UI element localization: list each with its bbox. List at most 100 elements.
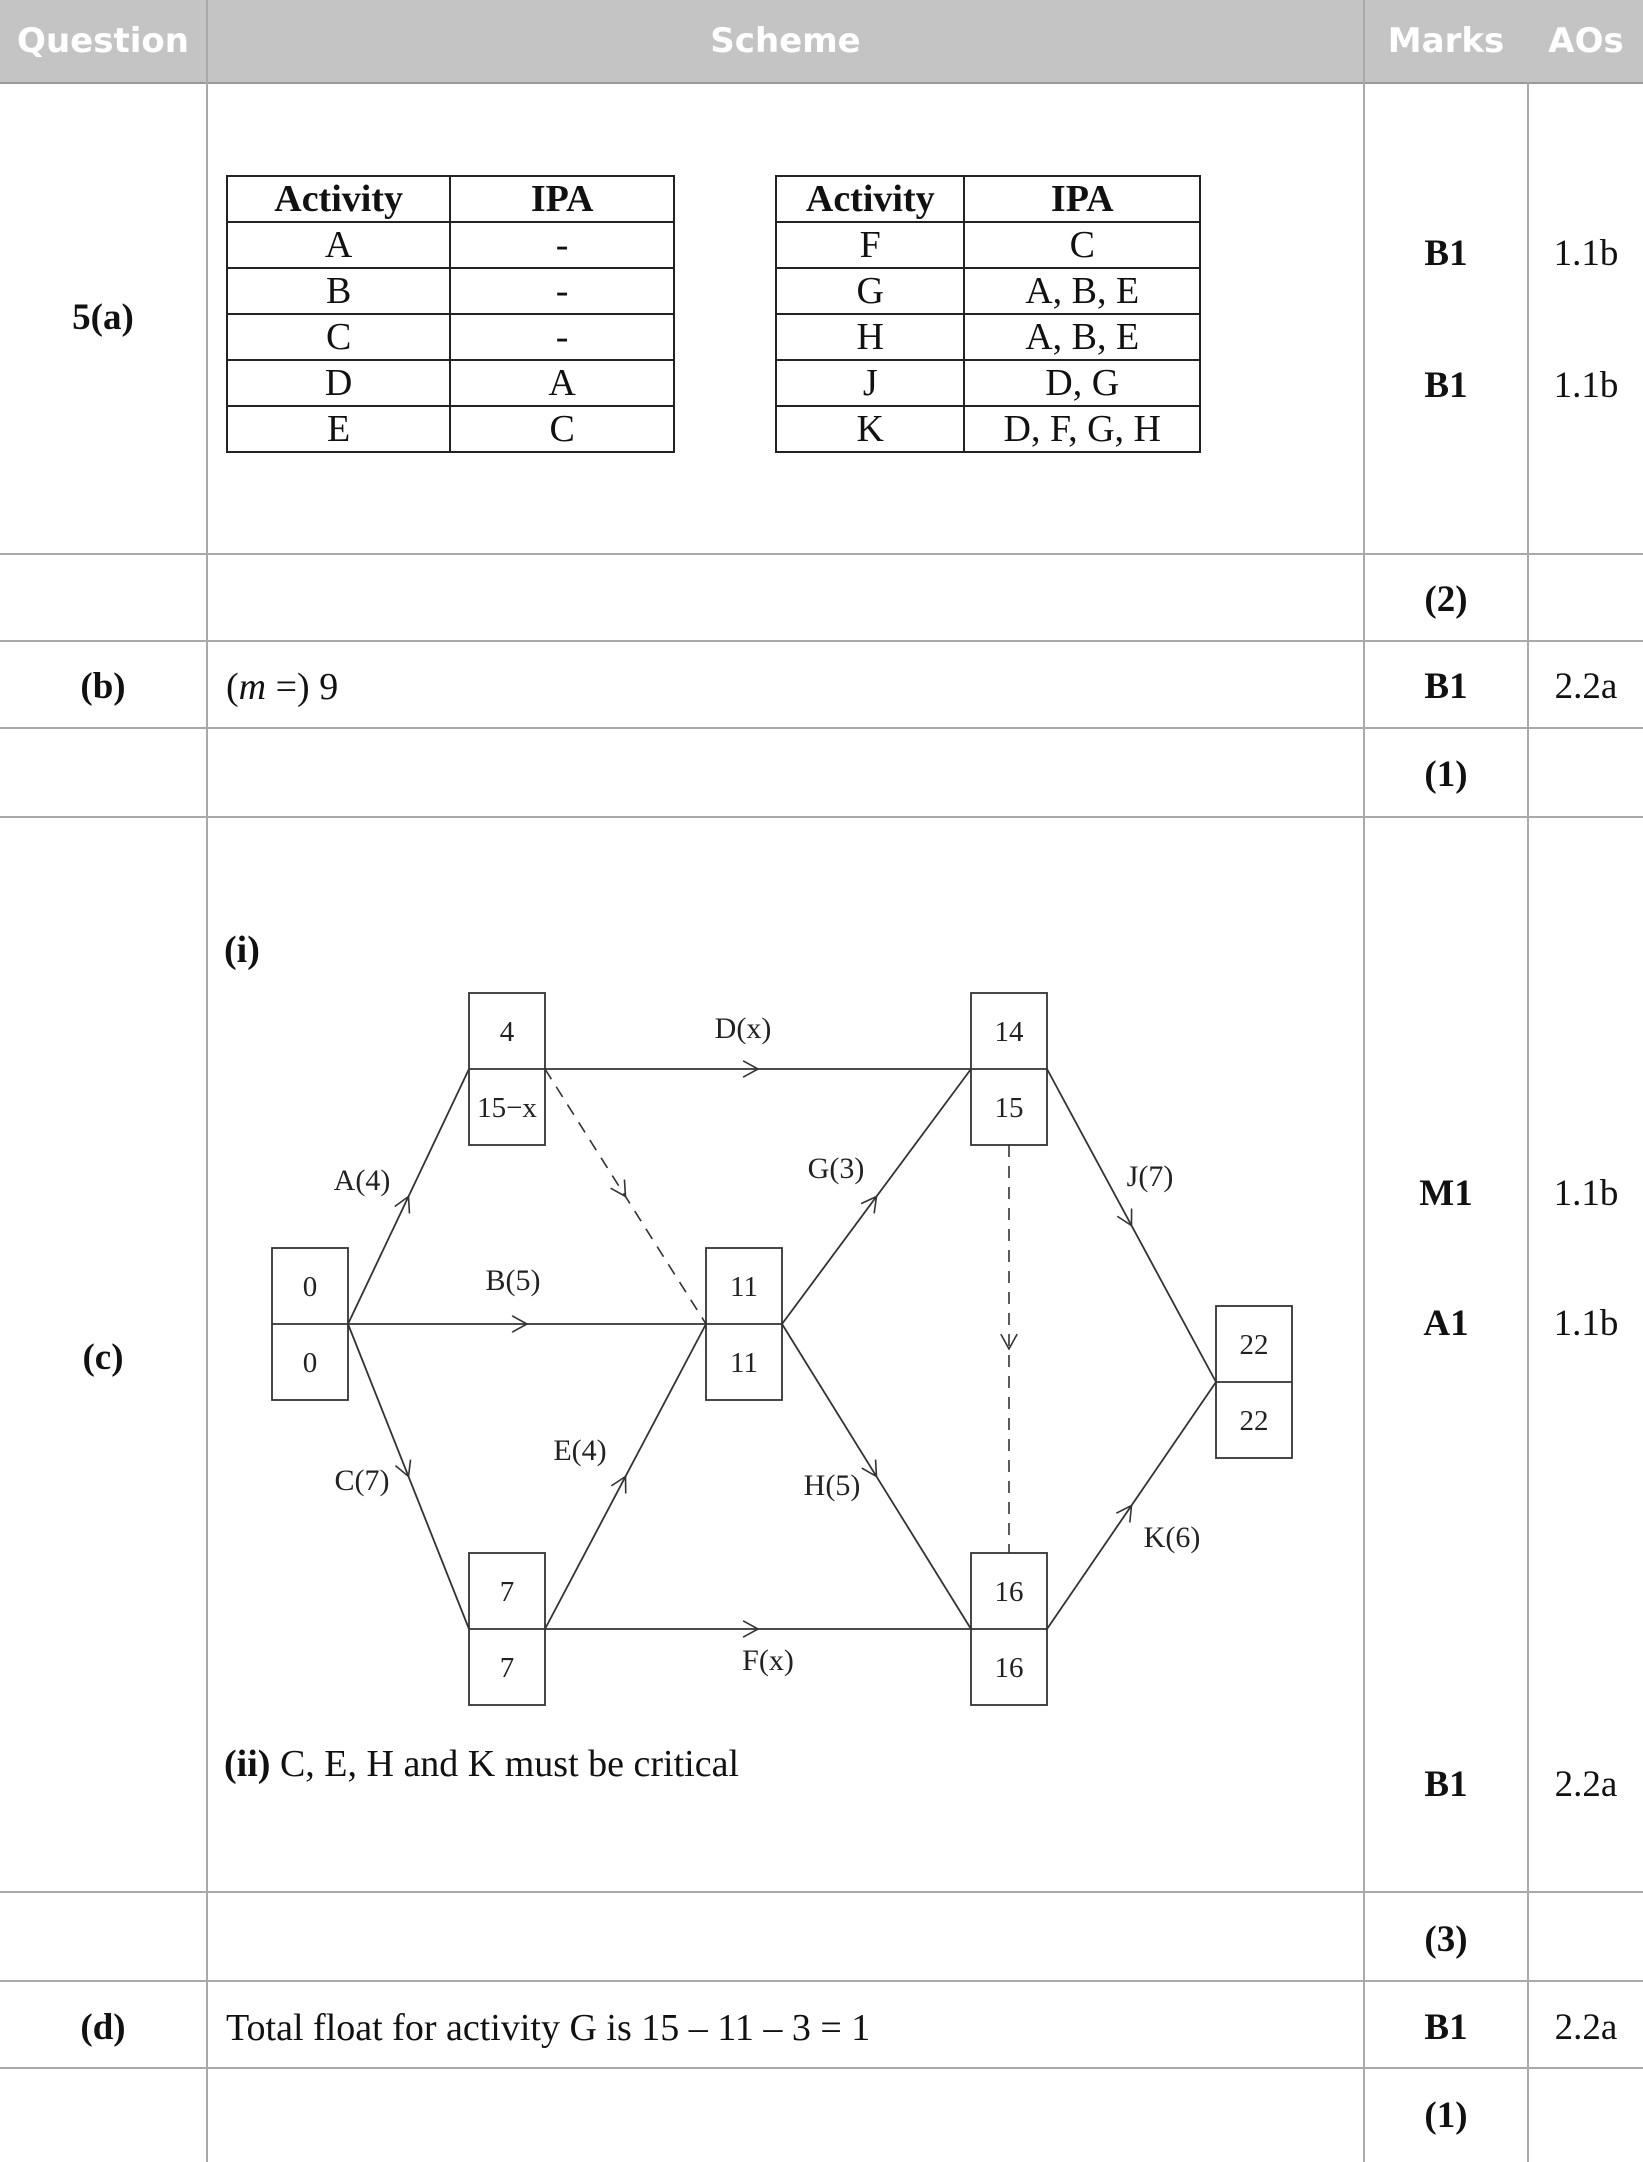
ipa-predecessor-cell: - <box>449 267 675 315</box>
late-event-time: 11 <box>730 1347 758 1379</box>
ipa-activity-cell: E <box>225 405 452 453</box>
ipa-predecessor-cell: C <box>963 221 1201 269</box>
activity-label-d: D(x) <box>715 1012 772 1045</box>
ipa-table-header-activity: Activity <box>225 175 452 223</box>
row-divider <box>0 1891 1643 1893</box>
ao-b: 2.2a <box>1554 666 1618 707</box>
activity-arrow-j-head <box>1116 1208 1133 1227</box>
column-divider <box>1363 0 1365 2162</box>
header-marks: Marks <box>1387 21 1505 61</box>
ipa-activity-cell: A <box>225 221 452 269</box>
header-question: Question <box>17 21 189 61</box>
part-ii-text: C, E, H and K must be critical <box>279 1743 739 1785</box>
question-label-5a: 5(a) <box>72 297 134 338</box>
activity-arrow-b-head <box>511 1315 529 1333</box>
question-label-d: (d) <box>80 2007 126 2048</box>
scheme-answer-b: (m =) 9 <box>226 665 338 709</box>
ipa-predecessor-cell: D, G <box>963 359 1201 407</box>
activity-arrow-e-head <box>610 1475 627 1494</box>
mark-5a-1: B1 <box>1424 233 1468 274</box>
header-aos: AOs <box>1548 21 1624 61</box>
row-divider <box>0 1980 1643 1982</box>
activity-arrow-f-head <box>742 1620 760 1638</box>
ipa-activity-cell: H <box>774 313 966 361</box>
dummy-activity-1-head <box>610 1179 627 1198</box>
activity-arrow-g-head <box>860 1195 878 1214</box>
ipa-table-row: C- <box>225 313 675 361</box>
mark-5a-2: B1 <box>1424 365 1468 406</box>
activity-arrow-c-head <box>394 1459 412 1479</box>
mark-c-2: A1 <box>1423 1303 1469 1344</box>
row-divider <box>0 2067 1643 2069</box>
ipa-activity-cell: F <box>774 221 966 269</box>
ao-5a-1: 1.1b <box>1553 233 1619 274</box>
part-ii-answer: (ii) C, E, H and K must be critical <box>224 1742 739 1786</box>
mark-total-5a: (2) <box>1424 579 1468 620</box>
row-divider <box>0 640 1643 642</box>
ipa-table-row: B- <box>225 267 675 315</box>
column-divider <box>206 0 208 2162</box>
ipa-predecessor-cell: A, B, E <box>963 267 1201 315</box>
ipa-predecessor-cell: A, B, E <box>963 313 1201 361</box>
header-scheme: Scheme <box>710 21 861 61</box>
ao-c-3: 2.2a <box>1554 1764 1618 1805</box>
late-event-time: 7 <box>500 1652 515 1684</box>
activity-label-k: K(6) <box>1144 1521 1201 1554</box>
part-i-label: (i) <box>224 929 260 971</box>
early-event-time: 22 <box>1240 1329 1269 1361</box>
scheme-answer-d: Total float for activity G is 15 – 11 – … <box>226 2007 871 2049</box>
dummy-activity-2-head <box>1000 1333 1018 1351</box>
early-event-time: 4 <box>500 1016 515 1048</box>
ipa-activity-cell: C <box>225 313 452 361</box>
ao-5a-2: 1.1b <box>1553 365 1619 406</box>
answer-bracket: ( <box>226 666 239 708</box>
question-label-b: (b) <box>80 666 126 707</box>
early-event-time: 0 <box>303 1271 318 1303</box>
row-divider <box>0 553 1643 555</box>
activity-label-j: J(7) <box>1127 1160 1174 1193</box>
ipa-activity-cell: B <box>225 267 452 315</box>
ipa-predecessor-cell: - <box>449 221 675 269</box>
part-ii-label: (ii) <box>224 1743 271 1785</box>
late-event-time: 0 <box>303 1347 318 1379</box>
activity-label-c: C(7) <box>335 1464 390 1497</box>
ao-c-2: 1.1b <box>1553 1303 1619 1344</box>
activity-label-h: H(5) <box>804 1469 861 1502</box>
late-event-time: 22 <box>1240 1405 1269 1437</box>
ipa-activity-cell: K <box>774 405 966 453</box>
mark-total-d: (1) <box>1424 2095 1468 2136</box>
late-event-time: 16 <box>995 1652 1024 1684</box>
activity-label-a: A(4) <box>334 1164 391 1197</box>
ipa-activity-cell: J <box>774 359 966 407</box>
early-event-time: 14 <box>995 1016 1025 1048</box>
ao-c-1: 1.1b <box>1553 1173 1619 1214</box>
activity-arrow-a-head <box>394 1194 411 1214</box>
ipa-activity-cell: D <box>225 359 452 407</box>
mark-d: B1 <box>1424 2007 1468 2048</box>
ipa-table-header-activity: Activity <box>774 175 966 223</box>
activity-arrow-h-head <box>861 1459 878 1478</box>
ipa-table-header-ipa: IPA <box>963 175 1201 223</box>
ipa-table-row: A- <box>225 221 675 269</box>
ipa-table-header-ipa: IPA <box>449 175 675 223</box>
mark-c-1: M1 <box>1419 1173 1473 1214</box>
early-event-time: 7 <box>500 1576 515 1608</box>
early-event-time: 16 <box>995 1576 1024 1608</box>
table-header: Question Scheme Marks AOs <box>0 0 1643 84</box>
mark-total-c: (3) <box>1424 1919 1468 1960</box>
ipa-predecessor-cell: C <box>449 405 675 453</box>
activity-label-f: F(x) <box>742 1644 794 1677</box>
row-divider <box>0 727 1643 729</box>
activity-label-e: E(4) <box>553 1434 606 1467</box>
ipa-predecessor-cell: - <box>449 313 675 361</box>
late-event-time: 15−x <box>477 1092 537 1124</box>
